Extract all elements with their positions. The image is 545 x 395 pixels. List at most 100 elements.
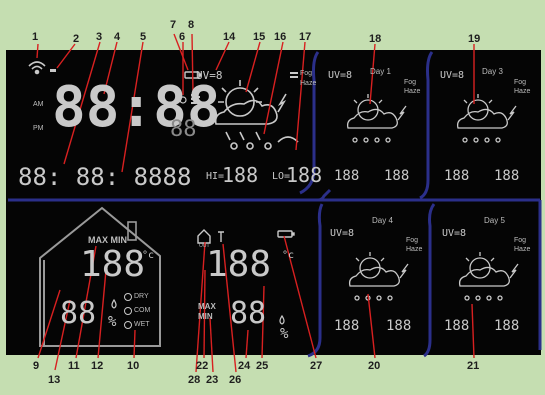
seconds-display: 88 — [170, 117, 197, 142]
callout-14: 14 — [223, 31, 236, 43]
house-outline — [39, 206, 161, 347]
uv-index-main: UV=8 — [196, 69, 223, 82]
uv-day1: UV=8 — [328, 70, 353, 81]
callout-6: 6 — [179, 31, 186, 43]
divider-day4-day5 — [423, 203, 436, 358]
comfort-icons — [124, 293, 132, 329]
signal-bar — [50, 69, 56, 72]
lo-day3: 188 — [494, 168, 520, 184]
callout-5: 5 — [140, 31, 147, 43]
outdoor-humidity: 88 — [230, 296, 267, 331]
haze-day1: Haze — [404, 88, 421, 95]
indoor-humidity-percent: % — [108, 314, 117, 330]
hi-day3: 188 — [444, 168, 470, 184]
callout-26: 26 — [229, 374, 242, 386]
fog-day5: Fog — [514, 237, 527, 244]
callout-arrows — [36, 33, 475, 373]
weather-icon-day4 — [348, 252, 409, 301]
comfort-com: COM — [134, 307, 151, 314]
humidity-drop-outdoor — [279, 314, 285, 325]
callout-18: 18 — [369, 33, 382, 45]
callout-17: 17 — [299, 31, 312, 43]
callout-3: 3 — [96, 31, 103, 43]
uv-day5: UV=8 — [442, 228, 467, 239]
divider-upper-lower — [8, 188, 332, 202]
callout-19: 19 — [468, 33, 481, 45]
callout-27: 27 — [310, 360, 323, 372]
callout-24: 24 — [238, 360, 251, 372]
house-out-label: OUT — [199, 243, 210, 249]
signal-level-icon — [191, 94, 200, 104]
lo-value: 188 — [286, 163, 323, 187]
callout-13: 13 — [48, 374, 61, 386]
outdoor-temp-unit: °c — [282, 250, 295, 261]
callout-10: 10 — [127, 360, 140, 372]
house-chimney — [127, 221, 137, 241]
callout-23: 23 — [206, 374, 219, 386]
fog-day3: Fog — [514, 79, 527, 86]
callout-2: 2 — [73, 33, 80, 45]
divider-day1-left — [299, 51, 320, 195]
fog-icon — [290, 72, 298, 78]
main-time-display: 88:88 — [52, 75, 221, 140]
divider-day1-day3 — [419, 51, 434, 200]
callout-4: 4 — [114, 31, 121, 43]
hi-label: HI= — [206, 171, 225, 182]
indoor-temp-unit: °c — [142, 250, 155, 261]
fog-label-main: Fog — [300, 70, 313, 77]
weather-icon-main — [214, 80, 299, 150]
callout-9: 9 — [33, 360, 40, 372]
weather-icon-day1 — [346, 94, 407, 143]
wifi-icon — [28, 61, 46, 75]
comfort-wet: WET — [134, 321, 150, 328]
indoor-max-min: MAX MIN — [88, 235, 127, 245]
callout-28: 28 — [188, 374, 201, 386]
callout-12: 12 — [91, 360, 104, 372]
callout-1: 1 — [32, 31, 39, 43]
callout-15: 15 — [253, 31, 266, 43]
lo-day4: 188 — [386, 318, 412, 334]
comfort-dry: DRY — [134, 293, 149, 300]
label-day1: Day 1 — [370, 67, 391, 76]
weather-icon-day5 — [458, 252, 519, 301]
callout-21: 21 — [467, 360, 480, 372]
outdoor-humidity-percent: % — [280, 326, 289, 342]
weather-icon-day3 — [456, 94, 517, 143]
antenna-icon — [218, 231, 224, 242]
am-indicator: AM — [33, 101, 44, 108]
haze-label-main: Haze — [300, 80, 317, 87]
lcd-panel — [6, 50, 541, 355]
hi-day4: 188 — [334, 318, 360, 334]
callout-11: 11 — [68, 360, 80, 372]
battery-icon-outdoor — [277, 230, 295, 238]
outdoor-min: MIN — [198, 312, 213, 321]
lo-label: LO= — [272, 171, 291, 182]
date-display: 88: 88: 8888 — [18, 163, 192, 191]
uv-day4: UV=8 — [330, 228, 355, 239]
humidity-drop-indoor — [111, 298, 117, 309]
hi-value: 188 — [222, 163, 259, 187]
haze-day3: Haze — [514, 88, 531, 95]
label-day4: Day 4 — [372, 216, 393, 225]
alarm-icon — [179, 96, 187, 104]
label-day3: Day 3 — [482, 67, 503, 76]
haze-day5: Haze — [514, 246, 531, 253]
uv-day3: UV=8 — [440, 70, 465, 81]
lo-day1: 188 — [384, 168, 410, 184]
outdoor-max: MAX — [198, 302, 216, 311]
callout-8: 8 — [188, 19, 195, 31]
hi-day5: 188 — [444, 318, 470, 334]
hi-day1: 188 — [334, 168, 360, 184]
house-out-icon — [197, 229, 211, 244]
outdoor-temperature: 188 — [206, 244, 272, 285]
haze-day4: Haze — [406, 246, 423, 253]
callout-16: 16 — [274, 31, 287, 43]
callout-22: 22 — [196, 360, 209, 372]
callout-25: 25 — [256, 360, 269, 372]
callout-20: 20 — [368, 360, 381, 372]
indoor-temperature: 188 — [80, 244, 146, 285]
indoor-humidity: 88 — [60, 296, 97, 331]
pm-indicator: PM — [33, 125, 44, 132]
